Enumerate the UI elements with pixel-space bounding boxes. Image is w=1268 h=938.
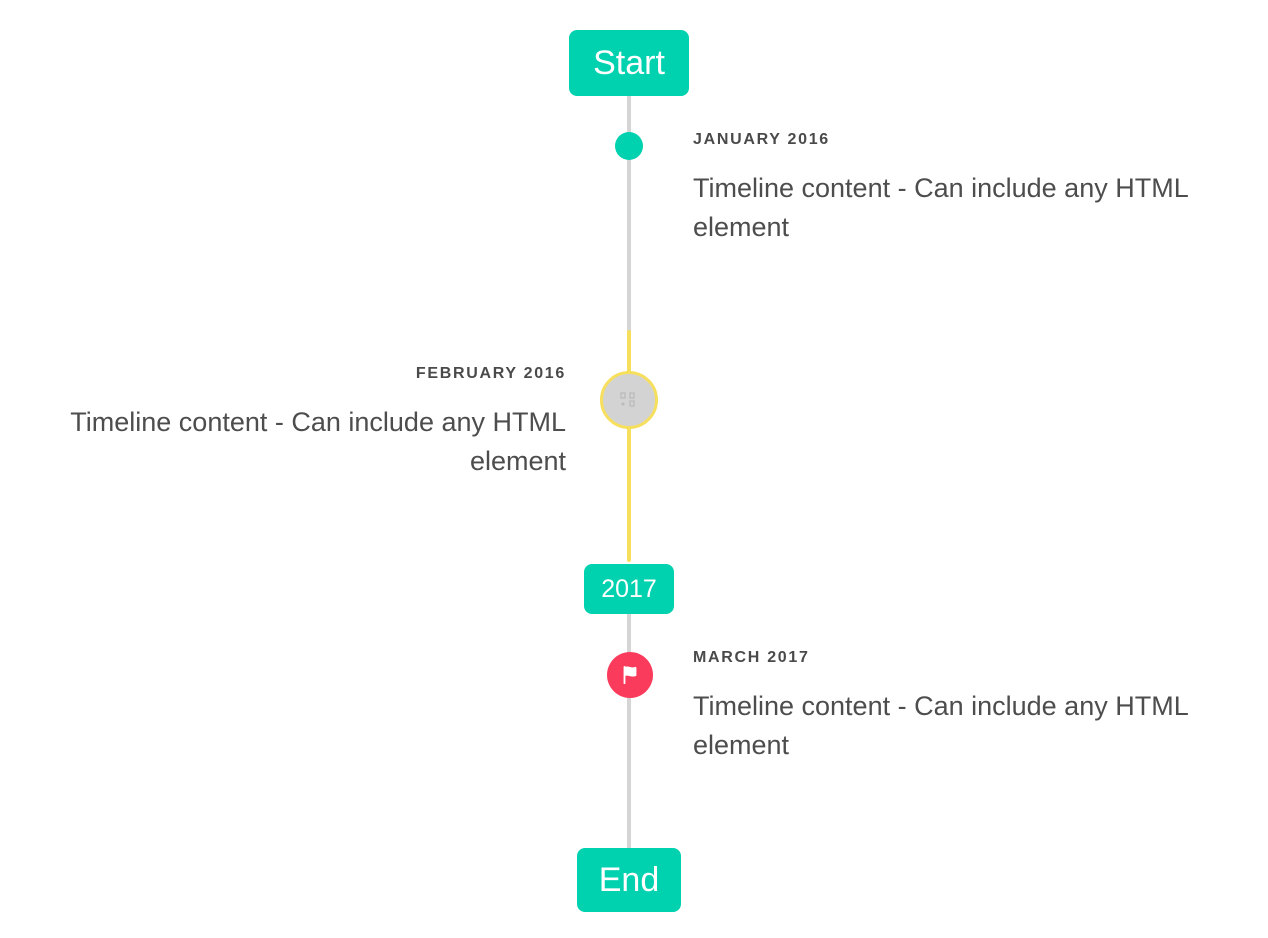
timeline-entry-february: FEBRUARY 2016 Timeline content - Can inc… (38, 365, 566, 481)
timeline-year-badge-2017[interactable]: 2017 (584, 564, 674, 614)
timeline-marker-march[interactable] (607, 652, 653, 698)
timeline-entry-date: FEBRUARY 2016 (415, 365, 566, 382)
timeline-entry-body: Timeline content - Can include any HTML … (70, 406, 566, 476)
timeline-entry-body: Timeline content - Can include any HTML … (693, 172, 1188, 242)
timeline-start-badge[interactable]: Start (569, 30, 689, 96)
timeline-rail-yellow (627, 330, 631, 562)
timeline-marker-february[interactable] (600, 371, 658, 429)
timeline-entry-march: MARCH 2017 Timeline content - Can includ… (693, 649, 1223, 765)
timeline-entry-january: JANUARY 2016 Timeline content - Can incl… (693, 131, 1223, 247)
timeline-entry-body: Timeline content - Can include any HTML … (693, 690, 1188, 760)
timeline-rail-gray-upper (627, 92, 631, 334)
timeline-entry-date: JANUARY 2016 (693, 131, 830, 148)
timeline-marker-january[interactable] (615, 132, 643, 160)
timeline-rail-gray-lower (627, 612, 631, 860)
broken-image-icon (620, 392, 635, 407)
timeline-end-badge[interactable]: End (577, 848, 681, 912)
timeline-entry-date: MARCH 2017 (693, 649, 810, 666)
flag-icon (623, 666, 637, 685)
